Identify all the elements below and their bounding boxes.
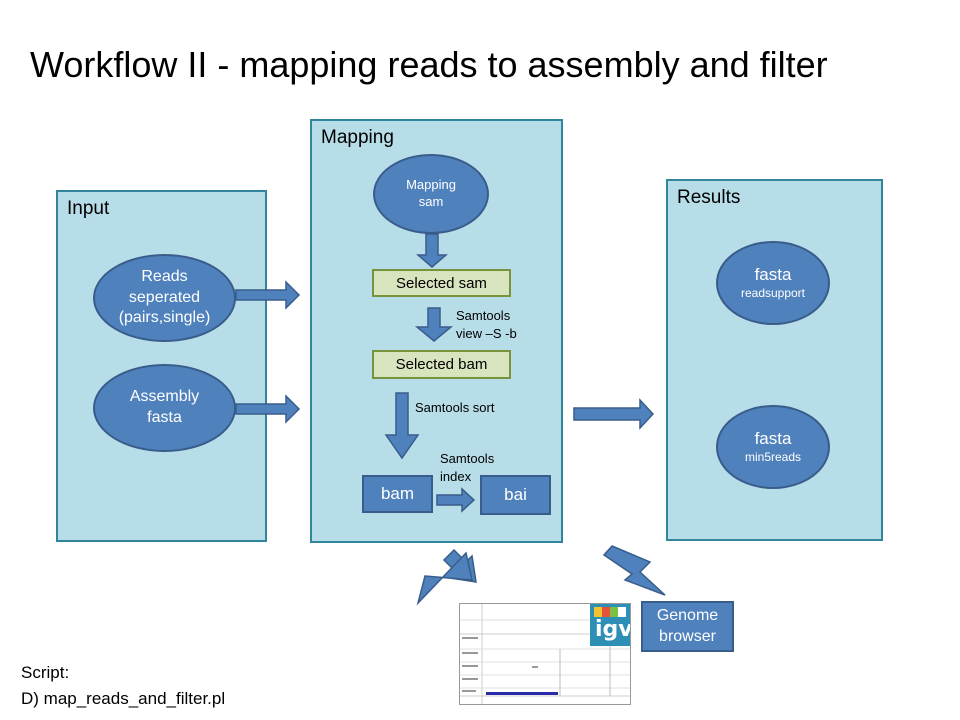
fasta-readsupport-ellipse: fasta readsupport bbox=[716, 241, 830, 325]
samtools-sort-note: Samtools sort bbox=[415, 400, 495, 415]
fasta2-main: fasta bbox=[754, 429, 792, 449]
genome-browser-line2: browser bbox=[659, 627, 716, 645]
samtools-view-note: Samtools view –S -b bbox=[456, 307, 517, 342]
arrow-reads-to-mapping bbox=[235, 280, 301, 310]
bam-box: bam bbox=[362, 475, 433, 513]
igv-logo: igv bbox=[590, 604, 630, 646]
genome-browser-line1: Genome bbox=[656, 606, 719, 624]
reads-line2: seperated bbox=[128, 288, 201, 306]
fasta-min5reads-ellipse: fasta min5reads bbox=[716, 405, 830, 489]
igv-screenshot: igv bbox=[459, 603, 631, 705]
arrow-down-left-to-igv-head bbox=[416, 551, 473, 606]
arrow-down-right-to-browser bbox=[602, 545, 666, 596]
reads-line3: (pairs,single) bbox=[118, 309, 211, 327]
arrow-mapping-to-results bbox=[573, 398, 655, 430]
reads-ellipse: Reads seperated (pairs,single) bbox=[93, 254, 236, 342]
assembly-line2: fasta bbox=[147, 409, 182, 426]
mapping-panel-label: Mapping bbox=[321, 127, 394, 148]
fasta2-sub: min5reads bbox=[744, 450, 802, 465]
igv-logo-text: igv bbox=[595, 617, 631, 642]
assembly-line1: Assembly bbox=[129, 388, 200, 406]
samtools-view-line1: Samtools bbox=[456, 308, 511, 323]
input-panel-label: Input bbox=[67, 198, 110, 219]
fasta1-sub: readsupport bbox=[740, 286, 806, 301]
samtools-index-note: Samtools index bbox=[440, 450, 494, 485]
genome-browser-box: Genome browser bbox=[641, 601, 734, 652]
arrow-selected-bam-down bbox=[384, 392, 420, 460]
arrow-mapping-sam-down bbox=[415, 233, 449, 268]
script-file: D) map_reads_and_filter.pl bbox=[21, 688, 226, 708]
selected-sam-box: Selected sam bbox=[372, 269, 511, 297]
reads-line1: Reads bbox=[141, 267, 188, 285]
arrow-assembly-to-mapping bbox=[235, 394, 301, 424]
slide-title: Workflow II - mapping reads to assembly … bbox=[30, 44, 828, 85]
script-note: Script: D) map_reads_and_filter.pl bbox=[21, 660, 225, 711]
mapping-sam-line1: Mapping bbox=[406, 177, 456, 193]
bai-box: bai bbox=[480, 475, 551, 515]
selected-bam-box: Selected bam bbox=[372, 350, 511, 379]
samtools-index-line1: Samtools bbox=[440, 451, 495, 466]
arrow-bam-to-bai bbox=[436, 487, 476, 513]
fasta1-main: fasta bbox=[754, 265, 792, 285]
samtools-view-line2: view –S -b bbox=[456, 325, 517, 341]
arrow-selected-sam-down bbox=[414, 307, 454, 342]
igv-logo-grid bbox=[594, 607, 626, 617]
samtools-index-line2: index bbox=[440, 468, 472, 484]
mapping-sam-line2: sam bbox=[418, 194, 444, 209]
mapping-sam-ellipse: Mapping sam bbox=[373, 154, 489, 234]
assembly-ellipse: Assembly fasta bbox=[93, 364, 236, 452]
script-label: Script: bbox=[21, 663, 70, 682]
results-panel-label: Results bbox=[677, 187, 741, 208]
